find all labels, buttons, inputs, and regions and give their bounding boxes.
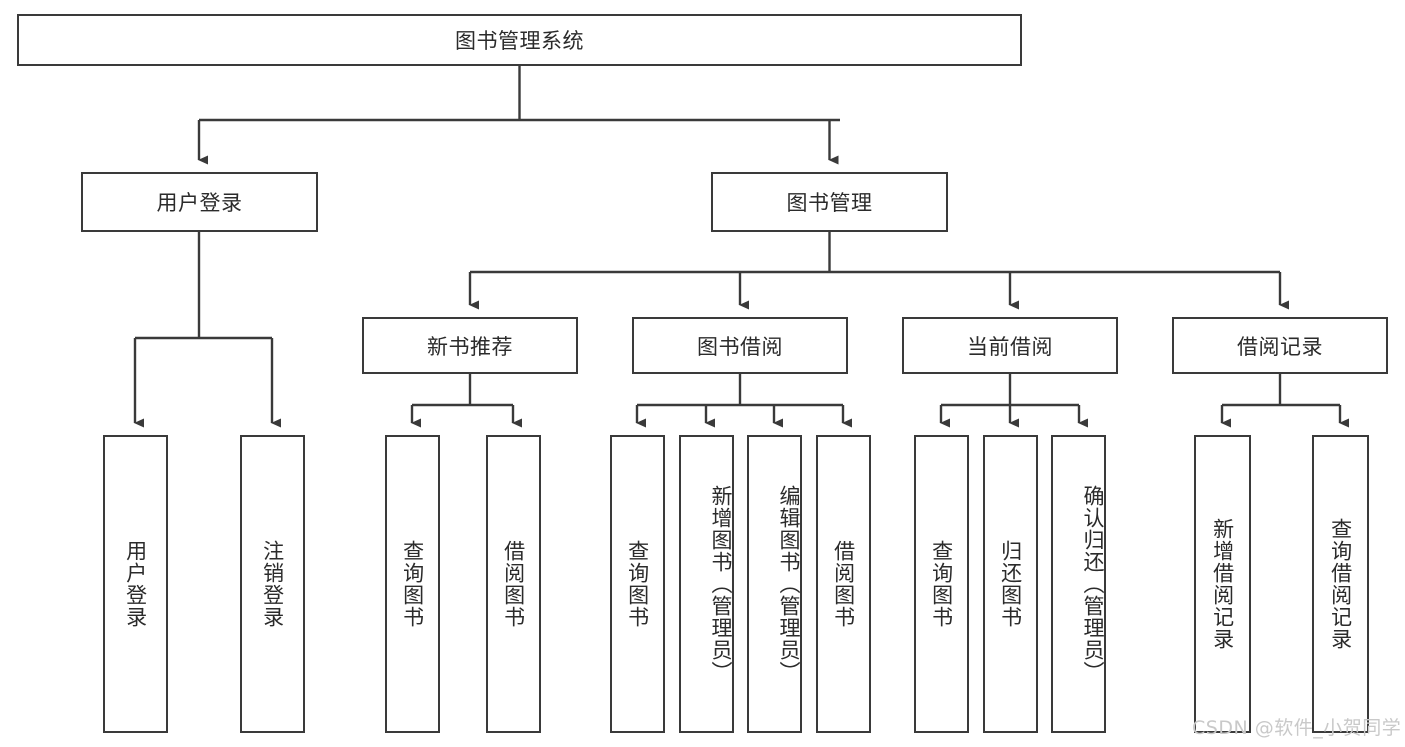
leaf-query-borrow-record[interactable]: 查询借阅记录 bbox=[1312, 435, 1369, 733]
node-label: 图书管理系统 bbox=[455, 29, 584, 53]
node-current-borrow[interactable]: 当前借阅 bbox=[902, 317, 1118, 374]
leaf-add-borrow-record[interactable]: 新增借阅记录 bbox=[1194, 435, 1251, 733]
node-book-borrow[interactable]: 图书借阅 bbox=[632, 317, 848, 374]
node-label: 确认归还（管理员） bbox=[1081, 485, 1105, 683]
node-label: 归还图书 bbox=[998, 540, 1023, 628]
leaf-query-book-recommend[interactable]: 查询图书 bbox=[385, 435, 440, 733]
node-label: 新增借阅记录 bbox=[1210, 518, 1235, 650]
node-book-management-system[interactable]: 图书管理系统 bbox=[17, 14, 1022, 66]
node-label: 新增图书（管理员） bbox=[709, 485, 733, 683]
node-label: 借阅图书 bbox=[831, 540, 856, 628]
leaf-query-book-current[interactable]: 查询图书 bbox=[914, 435, 969, 733]
node-label: 新书推荐 bbox=[427, 334, 513, 359]
node-label: 图书借阅 bbox=[697, 334, 783, 359]
node-borrow-record[interactable]: 借阅记录 bbox=[1172, 317, 1388, 374]
watermark: CSDN @软件_小贺同学 bbox=[1192, 717, 1402, 739]
node-label: 当前借阅 bbox=[967, 334, 1053, 359]
node-book-management[interactable]: 图书管理 bbox=[711, 172, 948, 232]
node-label: 编辑图书（管理员） bbox=[777, 485, 801, 683]
node-label: 用户登录 bbox=[156, 191, 243, 215]
node-label: 查询图书 bbox=[400, 540, 425, 628]
leaf-return-book[interactable]: 归还图书 bbox=[983, 435, 1038, 733]
leaf-user-login[interactable]: 用户登录 bbox=[103, 435, 168, 733]
leaf-add-book-admin[interactable]: 新增图书（管理员） bbox=[679, 435, 734, 733]
node-label: 用户登录 bbox=[123, 540, 148, 628]
node-label: 查询图书 bbox=[625, 540, 650, 628]
node-user-login[interactable]: 用户登录 bbox=[81, 172, 318, 232]
leaf-query-book-borrow[interactable]: 查询图书 bbox=[610, 435, 665, 733]
node-label: 借阅记录 bbox=[1237, 334, 1323, 359]
node-label: 图书管理 bbox=[786, 191, 873, 215]
leaf-logout-login[interactable]: 注销登录 bbox=[240, 435, 305, 733]
leaf-borrow-book[interactable]: 借阅图书 bbox=[816, 435, 871, 733]
leaf-edit-book-admin[interactable]: 编辑图书（管理员） bbox=[747, 435, 802, 733]
node-label: 查询借阅记录 bbox=[1328, 518, 1353, 650]
node-new-book-recommend[interactable]: 新书推荐 bbox=[362, 317, 578, 374]
node-label: 查询图书 bbox=[929, 540, 954, 628]
leaf-confirm-return-admin[interactable]: 确认归还（管理员） bbox=[1051, 435, 1106, 733]
leaf-borrow-book-recommend[interactable]: 借阅图书 bbox=[486, 435, 541, 733]
node-label: 注销登录 bbox=[260, 540, 285, 628]
node-label: 借阅图书 bbox=[501, 540, 526, 628]
